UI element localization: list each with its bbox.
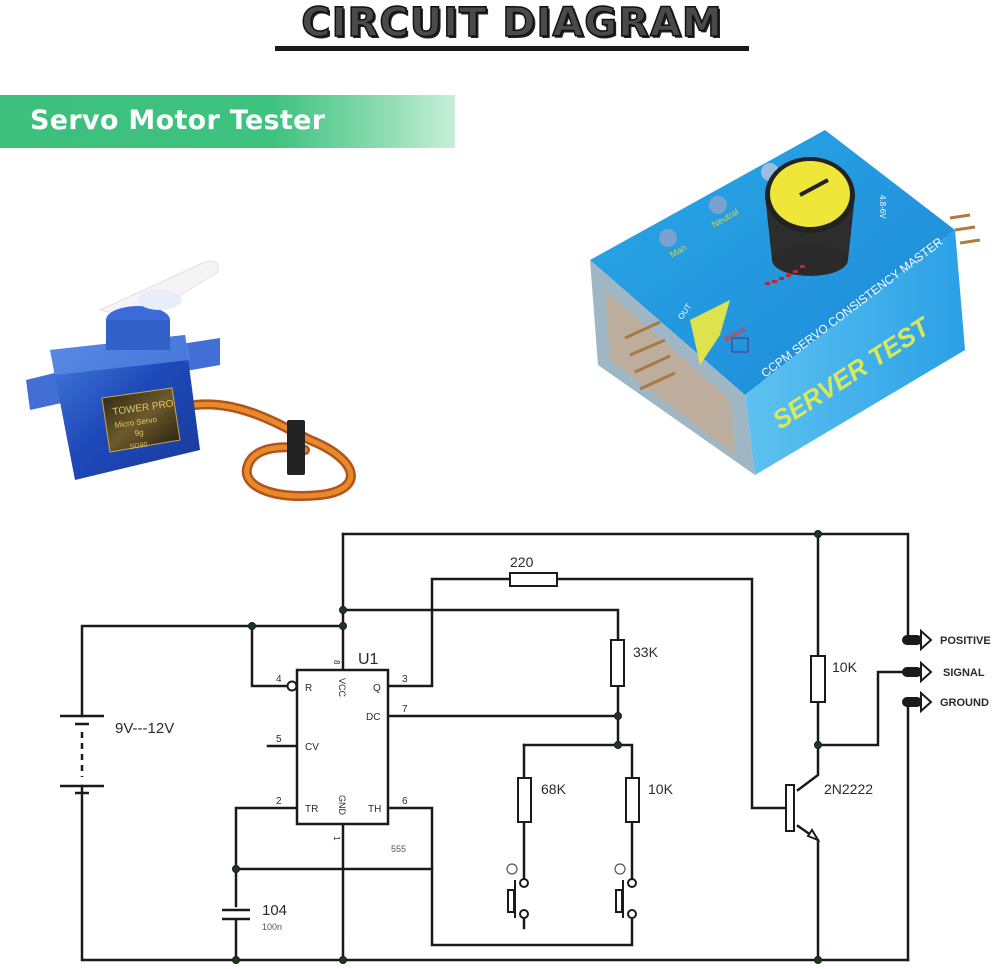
label-voltage: 4.8-6V	[878, 195, 887, 219]
junction	[248, 622, 256, 630]
push-button-1[interactable]	[506, 863, 529, 919]
resistor-10k-timing	[625, 777, 640, 823]
resistor-220-label: 220	[510, 554, 534, 570]
servo-tester-photo: Man Neutral 4.8-6V OUT Select CCPM SERVO…	[590, 130, 981, 475]
resistor-10k-pullup	[810, 655, 826, 703]
pin-vcc-label: VCC	[337, 678, 347, 698]
pin-1-number: 1	[332, 836, 341, 841]
wire-220-to-base	[555, 577, 788, 810]
servo-cable	[190, 399, 356, 501]
resistor-68k	[517, 777, 532, 823]
wire-q-output	[386, 577, 512, 688]
pin-2-number: 2	[276, 796, 282, 807]
pin-tr-label: TR	[305, 804, 318, 815]
ic-part-label: 555	[391, 844, 406, 854]
resistor-68k-label: 68K	[541, 781, 567, 797]
junction	[814, 741, 822, 749]
transistor-2n2222	[785, 784, 821, 843]
output-ground-label: GROUND	[940, 697, 989, 709]
pin-3-number: 3	[402, 674, 408, 685]
page-title: CIRCUIT DIAGRAM	[301, 0, 723, 47]
reset-inversion-bubble	[286, 680, 298, 692]
pin-th-label: TH	[368, 804, 381, 815]
banner-title: Servo Motor Tester	[30, 105, 326, 136]
resistor-10k-pullup-label: 10K	[832, 659, 858, 675]
select-button[interactable]	[731, 337, 749, 353]
resistor-220	[509, 572, 558, 587]
pin-reset-label: R	[305, 683, 312, 694]
servo-connector	[287, 420, 305, 475]
output-signal-label: SIGNAL	[943, 667, 985, 679]
junction	[614, 712, 622, 720]
junction	[339, 622, 347, 630]
output-connectors	[902, 628, 933, 714]
connector-positive-icon	[902, 628, 933, 652]
wire-33k-feed	[341, 608, 620, 642]
wire-timing-branch	[522, 743, 634, 780]
battery-symbol	[60, 714, 104, 795]
push-button-2[interactable]	[614, 863, 637, 919]
pin-q-label: Q	[373, 683, 381, 694]
junction	[814, 530, 822, 538]
pin-7-number: 7	[402, 704, 408, 715]
wire-reset	[250, 624, 291, 688]
pin-cv-label: CV	[305, 742, 319, 753]
output-positive-label: POSITIVE	[940, 635, 991, 647]
ic-555-body	[295, 668, 390, 826]
junction	[339, 606, 347, 614]
wire-battery-negative	[80, 784, 910, 962]
junction	[614, 741, 622, 749]
title-underline	[275, 46, 749, 51]
ic-ref-label: U1	[358, 651, 379, 668]
pin-4-number: 4	[276, 674, 282, 685]
capacitor-label: 104	[262, 902, 287, 919]
pin-gnd-label: GND	[337, 795, 347, 816]
resistor-33k	[610, 639, 625, 687]
battery-label: 9V---12V	[115, 720, 174, 737]
knob[interactable]	[765, 157, 855, 276]
servo-model-number: 9g	[134, 428, 144, 438]
wire-signal	[816, 670, 908, 747]
pin-8-number: 8	[332, 660, 341, 665]
resistor-33k-label: 33K	[633, 644, 659, 660]
junction	[814, 956, 822, 964]
wire-top-rail	[341, 532, 910, 642]
junction	[232, 956, 240, 964]
connector-signal-icon	[902, 660, 933, 684]
resistor-10k-timing-label: 10K	[648, 781, 674, 797]
pin-dc-label: DC	[366, 712, 380, 723]
servo-part: SG90	[129, 442, 148, 451]
junction	[339, 956, 347, 964]
transistor-label: 2N2222	[824, 781, 873, 797]
section-banner: Servo Motor Tester	[0, 95, 455, 148]
capacitor-symbol	[222, 908, 250, 921]
capacitor-value-label: 100n	[262, 922, 282, 932]
junction	[232, 865, 240, 873]
pin-6-number: 6	[402, 796, 408, 807]
pin-5-number: 5	[276, 734, 282, 745]
connector-ground-icon	[902, 690, 933, 714]
wire-trigger	[234, 806, 299, 908]
servo-motor-photo: TOWER PRO Micro Servo 9g SG90	[26, 260, 356, 501]
